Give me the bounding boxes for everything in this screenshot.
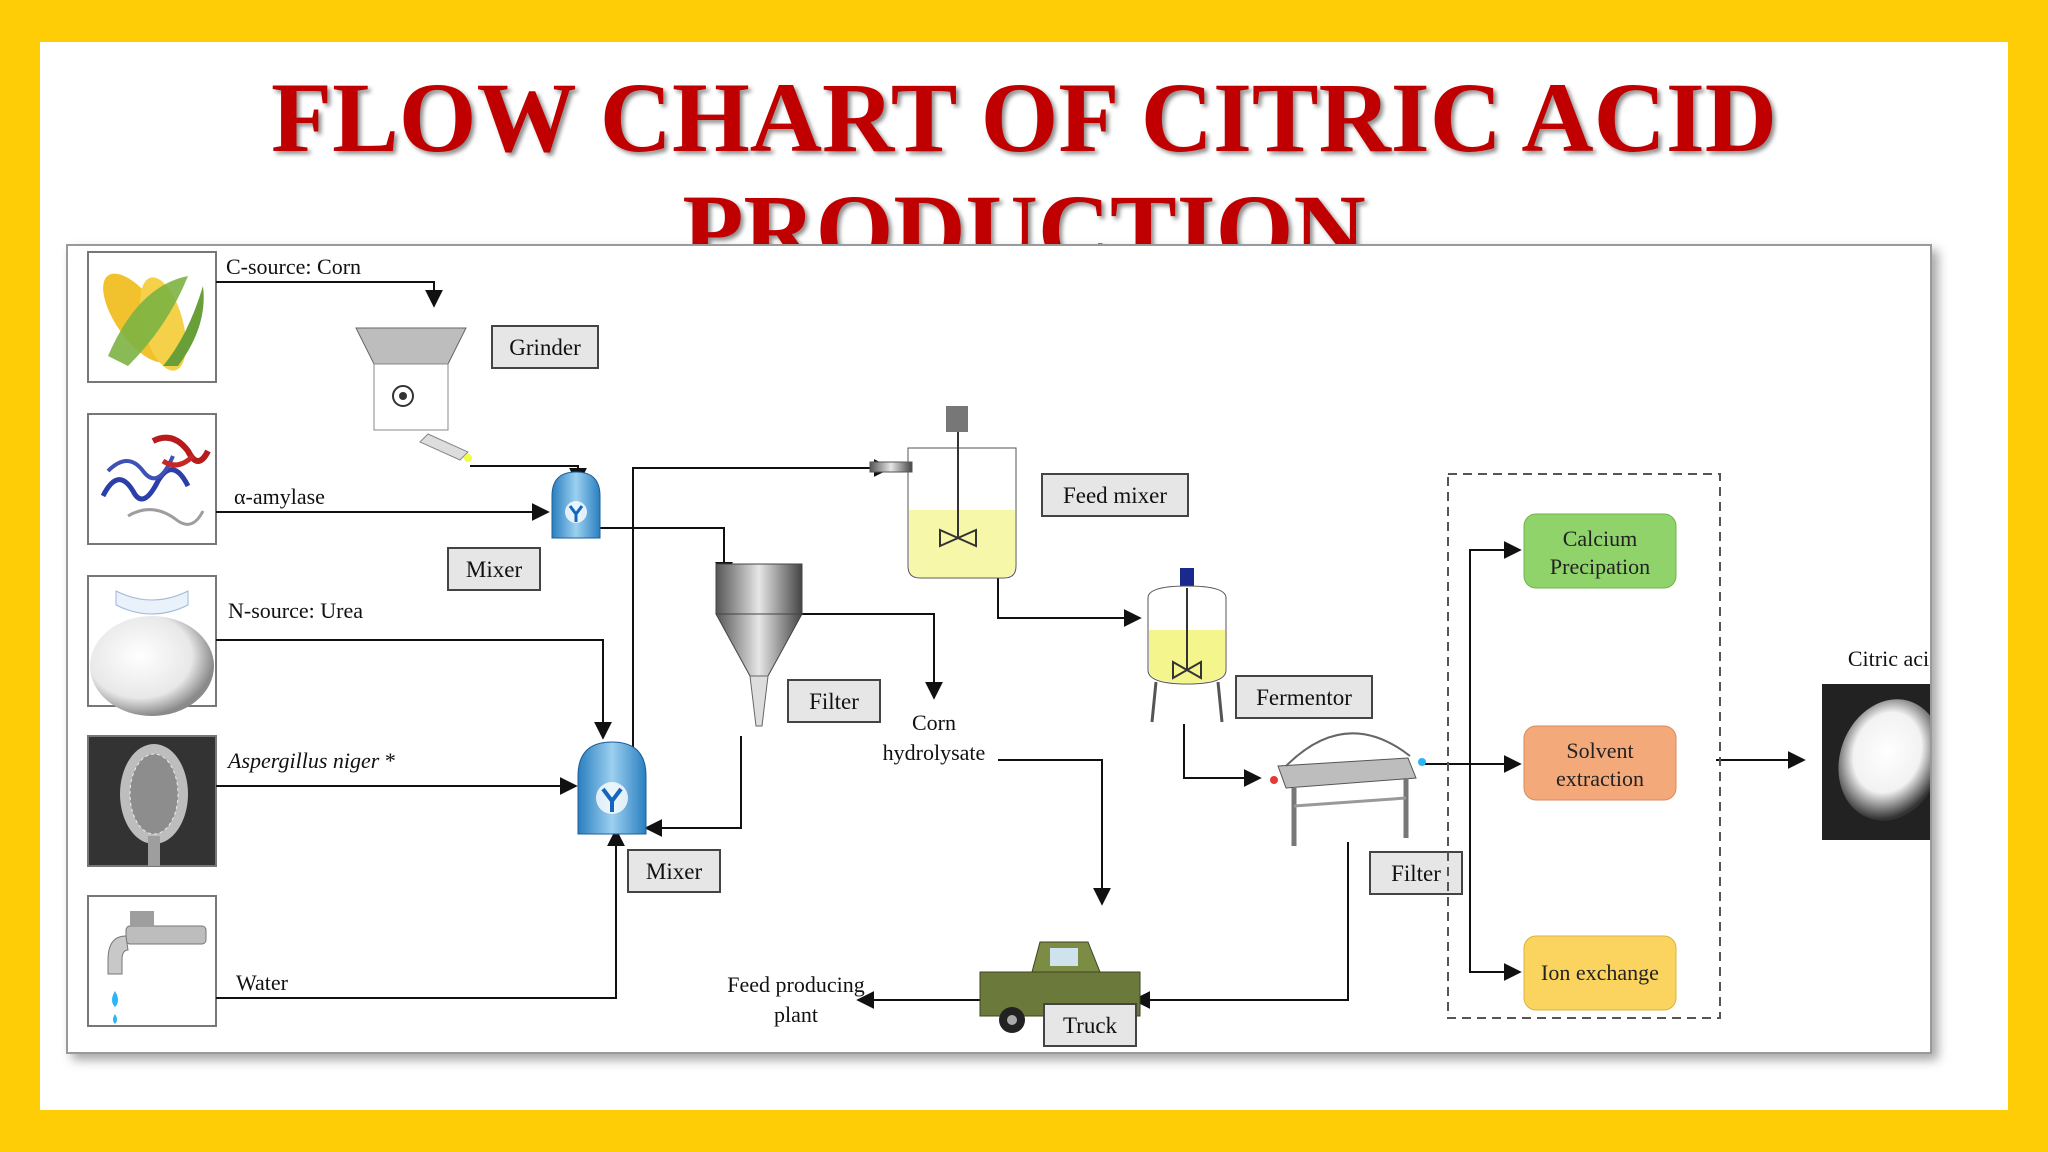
aspergillus-niger-image [87,735,217,867]
urea-source-label: N-source: Urea [228,598,363,623]
flow-urea-to-mixer2 [216,639,612,740]
flow-corn-to-grinder [216,281,443,308]
flow-mixer1-to-filter [600,527,733,580]
mixer1-label-box: Mixer [447,547,541,591]
flow-hydrolysate-to-truck [998,759,1111,906]
flow-diagram-panel: C-source: Corn α-amylase N-source: Urea … [66,244,1968,1054]
corn-hydrolysate-label-line2: hydrolysate [883,740,986,765]
filter1-label: Filter [809,689,859,714]
grinder-label-box: Grinder [491,325,599,369]
truck-label: Truck [1063,1013,1118,1038]
mixer1-label: Mixer [466,557,523,582]
mixer2-icon [577,741,647,835]
mixer2-label-box: Mixer [627,849,721,893]
water-tap-image [87,895,217,1027]
solvent-label-line1: Solvent [1566,738,1633,763]
filter2-label-box: Filter [1369,851,1463,895]
flow-filter2-to-truck [1132,842,1349,1009]
feed-mixer-label: Feed mixer [1063,483,1167,508]
filter2-icon [1270,732,1426,846]
citric-acid-image [1822,684,1968,840]
flow-filter-to-mixer2 [644,736,742,837]
purification-dashed-box [1447,473,1721,1019]
fermentor-label-box: Fermentor [1235,675,1373,719]
flow-fermentor-to-filter2 [1183,724,1262,787]
filter1-icon [715,563,803,727]
feed-plant-label-line2: plant [774,1002,818,1027]
flow-water-to-mixer2 [216,828,625,999]
water-label: Water [236,970,289,995]
calcium-precipitation-box: Calcium Precipation [1523,513,1677,589]
filter2-label: Filter [1391,861,1441,886]
feed-mixer-label-box: Feed mixer [1041,473,1189,517]
amylase-protein-image [87,413,217,545]
flow-mixer2-to-feed-mixer [632,459,892,754]
mixer2-label: Mixer [646,859,703,884]
flow-diagram: C-source: Corn α-amylase N-source: Urea … [87,251,1968,1047]
corn-hydrolysate-label-line1: Corn [912,710,956,735]
amylase-label: α-amylase [234,484,325,509]
flow-filter-to-hydrolysate [758,613,943,700]
citric-acid-label: Citric acid [1848,646,1930,671]
slide-title: FLOW CHART OF CITRIC ACID PRODUCTION [40,62,2008,286]
calcium-label-line1: Calcium [1563,526,1638,551]
flow-feed-mixer-to-fermentor [997,578,1142,627]
ion-exchange-box: Ion exchange [1523,935,1677,1011]
fermentor-icon [1147,568,1227,723]
flow-to-calcium [1469,541,1522,764]
calcium-label-line2: Precipation [1550,554,1650,579]
corn-source-label: C-source: Corn [226,254,361,279]
title-line-1: FLOW CHART OF CITRIC ACID [271,62,1777,173]
grinder-icon [355,327,472,462]
flow-lines [216,281,1806,1009]
grinder-label: Grinder [509,335,581,360]
filter1-label-box: Filter [787,679,881,723]
urea-image [87,575,217,716]
fermentor-label: Fermentor [1256,685,1352,710]
solvent-label-line2: extraction [1556,766,1644,791]
mixer1-icon [551,471,601,539]
feed-mixer-icon [869,406,1017,579]
flow-to-ion-exchange [1469,764,1522,981]
feed-plant-label-line1: Feed producing [727,972,864,997]
aspergillus-label: Aspergillus niger * [226,748,396,773]
truck-label-box: Truck [1043,1003,1137,1047]
solvent-extraction-box: Solvent extraction [1523,725,1677,801]
ion-exchange-label: Ion exchange [1541,960,1659,985]
corn-image [87,251,217,383]
